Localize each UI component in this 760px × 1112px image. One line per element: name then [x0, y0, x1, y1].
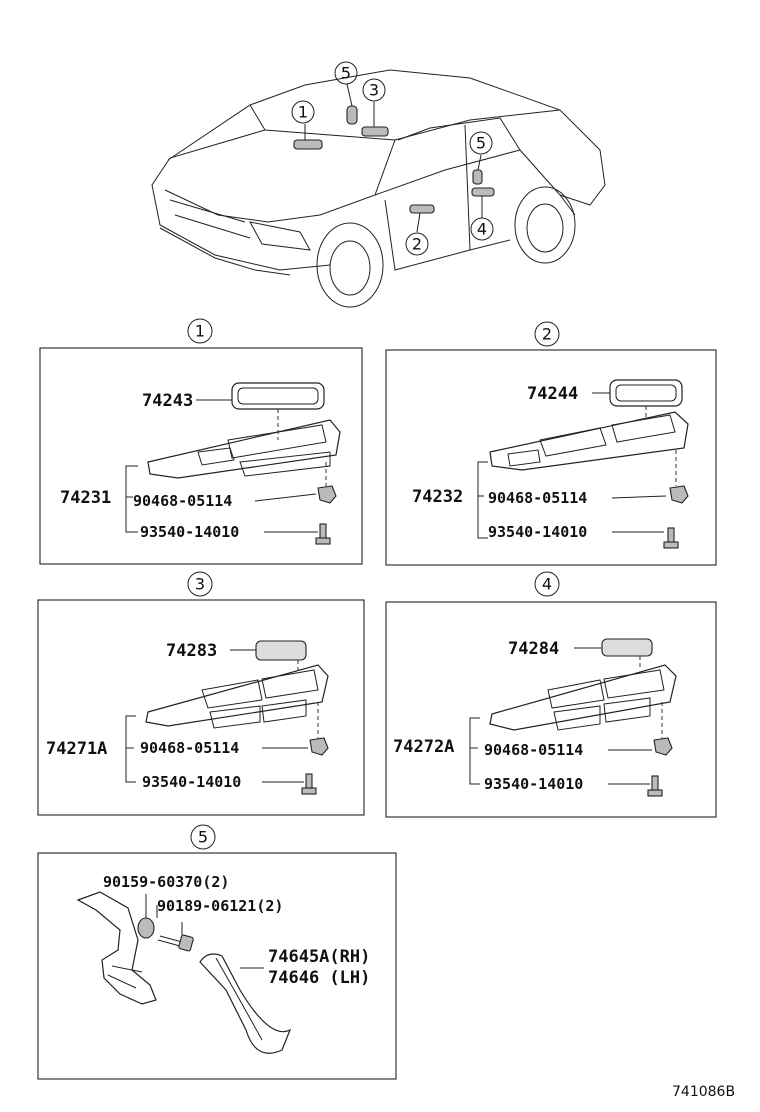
panel-4-number: 4: [542, 575, 552, 594]
assembly-part-number: 74271A: [46, 739, 107, 759]
bracket: [76, 891, 157, 1005]
assembly-part-number: 74272A: [393, 737, 454, 757]
panel-4-frame: [385, 601, 717, 818]
assembly-part-number: 74232: [412, 487, 463, 507]
grip-marker-5b: [472, 169, 483, 185]
screw-part-number: 93540-14010: [484, 775, 583, 793]
panel-2-frame: [385, 349, 717, 566]
switch-74232: [489, 411, 689, 471]
callout-label-4: 4: [477, 220, 487, 239]
panel-5-circle: [190, 824, 216, 850]
screw-part-number: 93540-14010: [140, 523, 239, 541]
assembly-part-number: 74231: [60, 488, 111, 508]
switch-marker-1: [293, 139, 323, 150]
pad-part-number: 74244: [527, 384, 578, 404]
callout-circle-5b: [469, 131, 493, 155]
pad-74283: [255, 640, 307, 661]
pad-part-number: 74284: [508, 639, 559, 659]
clip-part-number: 90468-05114: [140, 739, 239, 757]
panel-2-circle: [534, 321, 560, 347]
pad-part-number: 74243: [142, 391, 193, 411]
panel-1: 1 74243 74231 90468-05114 93540-14010: [39, 318, 363, 565]
clip-part-number: 90468-05114: [488, 489, 587, 507]
callout-label-2: 2: [412, 235, 422, 254]
clip-icon: [669, 485, 689, 504]
callout-label-3: 3: [369, 81, 379, 100]
panel-3-circle: [187, 571, 213, 597]
car-illustration: 1 2 3 4 5 5: [151, 61, 606, 308]
panel-1-number: 1: [195, 322, 205, 341]
clip-icon: [309, 737, 329, 756]
panel-2-number: 2: [542, 325, 552, 344]
assist-grip: [199, 953, 292, 1054]
panel-4-circle: [534, 571, 560, 597]
callout-label-5b: 5: [476, 134, 486, 153]
switch-marker-4: [471, 187, 495, 197]
switch-marker-3: [361, 126, 389, 137]
callout-circle-1: [291, 100, 315, 124]
panel-3-frame: [37, 599, 365, 816]
panel-5-number: 5: [198, 828, 208, 847]
diagram-code: 741086B: [672, 1084, 735, 1100]
grip-lh-part-number: 74646 (LH): [268, 968, 370, 988]
switch-marker-2: [409, 204, 435, 214]
bolt-part-number: 90189-06121(2): [157, 897, 283, 915]
screw-part-number: 93540-14010: [142, 773, 241, 791]
nut-icon: [137, 917, 155, 939]
clip-part-number: 90468-05114: [133, 492, 232, 510]
panel-3: 3 74283 74271A 90468-05114 93540-14010: [37, 571, 365, 816]
panel-5: 5 90159-60370(2) 90189-06121(2) 74645A(R…: [37, 824, 397, 1080]
panel-1-frame: [39, 347, 363, 565]
panel-2: 2 74244 74232 90468-05114 93540-14010: [385, 321, 717, 566]
grip-marker-5: [346, 105, 358, 125]
clip-icon: [653, 737, 673, 756]
nut-part-number: 90159-60370(2): [103, 873, 229, 891]
switch-74231: [147, 419, 341, 479]
switch-74271a: [145, 664, 329, 727]
grip-rh-part-number: 74645A(RH): [268, 947, 370, 967]
panel-5-frame: [37, 852, 397, 1080]
bolt-icon: [178, 934, 194, 952]
panel-4: 4 74284 74272A 90468-05114 93540-14010: [385, 571, 717, 818]
callout-circle-4: [470, 217, 494, 241]
pad-74284: [601, 638, 653, 657]
screw-part-number: 93540-14010: [488, 523, 587, 541]
callout-circle-5: [334, 61, 358, 85]
pad-part-number: 74283: [166, 641, 217, 661]
pad-74243: [231, 382, 325, 410]
switch-74272a: [489, 664, 677, 731]
clip-part-number: 90468-05114: [484, 741, 583, 759]
panel-1-circle: [187, 318, 213, 344]
callout-label-1: 1: [298, 103, 308, 122]
pad-74244: [609, 379, 683, 407]
clip-icon: [317, 485, 337, 504]
callout-circle-3: [362, 78, 386, 102]
callout-circle-2: [405, 232, 429, 256]
callout-label-5: 5: [341, 64, 351, 83]
panel-3-number: 3: [195, 575, 205, 594]
